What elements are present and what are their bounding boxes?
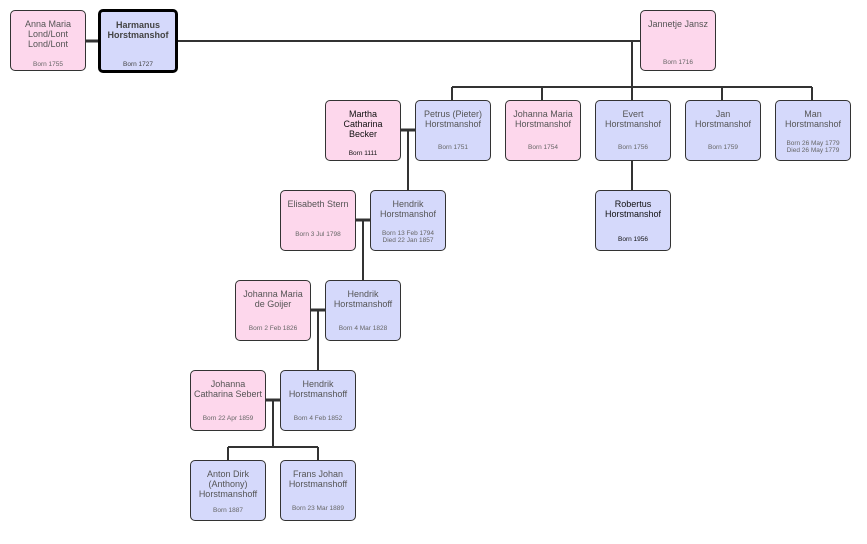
person-dates: Born 4 Mar 1828: [338, 325, 388, 332]
person-dates: Born 4 Feb 1852: [293, 415, 343, 422]
person-name: Man Horstmanshof: [784, 109, 842, 129]
person-dates: Born 26 May 1779 Died 26 May 1779: [786, 140, 840, 154]
person-dates: Born 1756: [618, 144, 648, 151]
person-dates: Born 1956: [618, 236, 648, 243]
person-name: Jan Horstmanshof: [694, 109, 752, 129]
person-name: Frans Johan Horstmanshoff: [288, 469, 348, 489]
person-name: Elisabeth Stern: [287, 199, 349, 209]
person-dates: Born 1759: [708, 144, 738, 151]
person-name: Robertus Horstmanshof: [604, 199, 662, 219]
person-name: Hendrik Horstmanshof: [379, 199, 437, 219]
person-dates: Born 1716: [663, 59, 693, 66]
person-dates: Born 22 Apr 1859: [202, 415, 254, 422]
person-dates: Born 2 Feb 1826: [248, 325, 298, 332]
person-dates: Born 1755: [33, 61, 63, 68]
person-name: Jannetje Jansz: [647, 19, 709, 29]
person-name: Anton Dirk (Anthony) Horstmanshoff: [198, 469, 258, 499]
person-dates: Born 23 Mar 1889: [291, 505, 345, 512]
person-name: Johanna Catharina Sebert: [193, 379, 263, 399]
person-dates: Born 1754: [528, 144, 558, 151]
person-name: Johanna Maria de Goijer: [243, 289, 303, 309]
person-dates: Born 1727: [123, 61, 153, 68]
person-dates: Born 1887: [213, 507, 243, 514]
person-name: Harmanus Horstmanshof: [107, 20, 169, 40]
person-dates: Born 1751: [438, 144, 468, 151]
person-name: Martha Catharina Becker: [343, 109, 383, 139]
person-name: Hendrik Horstmanshoff: [288, 379, 348, 399]
person-name: Anna Maria Lond/Lont Lond/Lont: [24, 19, 72, 49]
person-name: Evert Horstmanshof: [604, 109, 662, 129]
person-dates: Born 13 Feb 1794 Died 22 Jan 1857: [381, 230, 435, 244]
person-name: Johanna Maria Horstmanshof: [513, 109, 573, 129]
person-dates: Born 3 Jul 1798: [295, 231, 341, 238]
person-dates: Born 1111: [348, 150, 378, 157]
person-name: Petrus (Pieter) Horstmanshof: [423, 109, 483, 129]
person-name: Hendrik Horstmanshoff: [333, 289, 393, 309]
